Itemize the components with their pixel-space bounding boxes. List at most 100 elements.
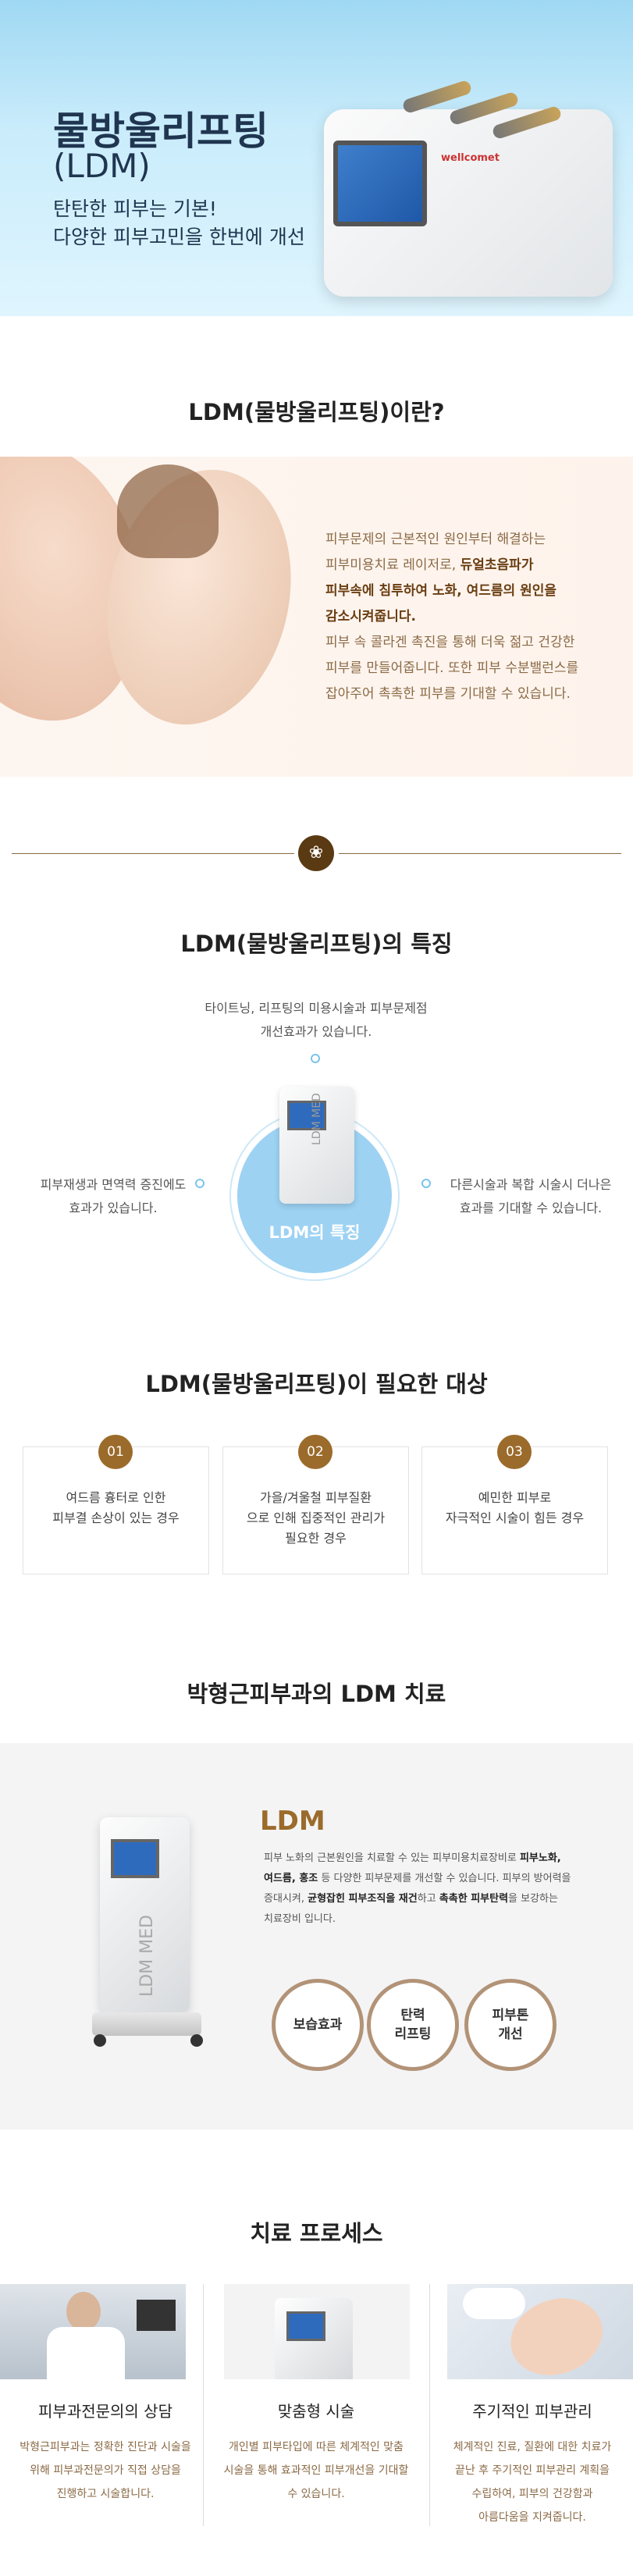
targets-title: LDM(물방울리프팅)이 필요한 대상 xyxy=(145,1371,488,1397)
feature-left-line: 피부재생과 면역력 증진에도 xyxy=(40,1177,187,1192)
desc-bold: 균형잡힌 피부조직을 재건 xyxy=(308,1893,418,1905)
target-text: 예민한 피부로 자극적인 시술이 힘든 경우 xyxy=(422,1488,607,1528)
hero-tagline: 탄탄한 피부는 기본! 다양한 피부고민을 한번에 개선 xyxy=(53,195,305,251)
hero-title: 물방울리프팅 xyxy=(53,109,268,154)
feature-right-line: 효과를 기대할 수 있습니다. xyxy=(459,1201,603,1215)
hero-tagline-line2: 다양한 피부고민을 한번에 개선 xyxy=(53,226,305,248)
desc-line: 체계적인 진료, 질환에 대한 치료가 xyxy=(453,2441,612,2453)
leaf-icon: ❀ xyxy=(298,835,334,871)
treatment-section: LDM MED LDM 피부 노화의 근본원인을 치료할 수 있는 피부미용치료… xyxy=(0,1743,633,2129)
treatment-desc-line: 치료장비 입니다. xyxy=(264,1913,336,1925)
divider-line xyxy=(12,853,294,854)
desc-line: 박형근피부과는 정확한 진단과 시술을 xyxy=(20,2441,191,2453)
ring-line: 피부톤 xyxy=(492,2008,529,2023)
intro-line: 피부를 만들어줍니다. 또한 피부 수분밸런스를 xyxy=(325,660,579,676)
ldm-device-image: wellcomet xyxy=(324,78,621,304)
desc-line: 아름다움을 지켜줍니다. xyxy=(478,2511,586,2524)
desc-span: 을 보강하는 xyxy=(508,1893,558,1905)
feature-top: 타이트닝, 리프팅의 미용시술과 피부문제점 개선효과가 있습니다. xyxy=(160,997,472,1044)
effect-ring: 보습효과 xyxy=(272,1979,364,2071)
process-step-desc: 개인별 피부타입에 따른 체계적인 맞춤 시술을 통해 효과적인 피부개선을 기… xyxy=(211,2435,421,2506)
intro-line: 피부문제의 근본적인 원인부터 해결하는 xyxy=(325,532,546,547)
intro-text: 피부문제의 근본적인 원인부터 해결하는 피부미용치료 레이저로, 듀얼초음파가… xyxy=(325,527,606,707)
target-text: 여드름 흉터로 인한 피부결 손상이 있는 경우 xyxy=(23,1488,208,1528)
ring-line: 리프팅 xyxy=(394,2026,432,2042)
treatment-desc-line: 여드름, 홍조 등 다양한 피부문제를 개선할 수 있습니다. 피부의 방어력을 xyxy=(264,1869,580,1889)
target-line: 으로 인해 집중적인 관리가 xyxy=(246,1510,386,1525)
intro-line: 감소시켜줍니다. xyxy=(325,604,606,630)
ldm-med-device-large: LDM MED xyxy=(92,1817,203,2051)
divider-line xyxy=(339,853,621,854)
treatment-title: 박형근피부과의 LDM 치료 xyxy=(187,1681,446,1707)
process-step-title: 맞춤형 시술 xyxy=(277,2402,355,2421)
features-title: LDM(물방울리프팅)의 특징 xyxy=(180,930,453,957)
target-card: 01 여드름 흉터로 인한 피부결 손상이 있는 경우 xyxy=(23,1435,209,1574)
process-step-desc: 박형근피부과는 정확한 진단과 시술을 위해 피부과전문의가 직접 상담을 진행… xyxy=(0,2435,211,2506)
skin-care-image xyxy=(447,2284,633,2379)
desc-bold: 촉촉한 피부탄력 xyxy=(439,1893,509,1905)
process-step-desc: 체계적인 진료, 질환에 대한 치료가 끝난 후 주기적인 피부관리 계획을 수… xyxy=(432,2435,633,2529)
feature-right-line: 다른시술과 복합 시술시 더나은 xyxy=(450,1177,612,1192)
intro-text-span: 피부미용치료 레이저로, xyxy=(325,557,461,573)
intro-text-bold: 듀얼초음파가 xyxy=(460,557,534,573)
faces-image xyxy=(0,457,312,777)
feature-dot xyxy=(311,1054,320,1063)
ldm-feature-label: LDM의 특징 xyxy=(268,1223,361,1242)
desc-span: 등 다양한 피부문제를 개선할 수 있습니다. 피부의 방어력을 xyxy=(318,1873,571,1884)
intro-title: LDM(물방울리프팅)이란? xyxy=(188,399,445,425)
intro-line: 피부 속 콜라겐 촉진을 통해 더욱 젊고 건강한 xyxy=(325,635,575,650)
target-number: 02 xyxy=(298,1435,333,1469)
device-label: LDM MED xyxy=(137,1915,157,1997)
treatment-heading: LDM xyxy=(260,1806,325,1837)
intro-section: 피부문제의 근본적인 원인부터 해결하는 피부미용치료 레이저로, 듀얼초음파가… xyxy=(0,457,633,777)
target-line: 필요한 경우 xyxy=(285,1531,347,1546)
desc-line: 수립하여, 피부의 건강함과 xyxy=(471,2488,593,2500)
desc-line: 끝난 후 주기적인 피부관리 계획을 xyxy=(454,2464,610,2477)
feature-left: 피부재생과 면역력 증진에도 효과가 있습니다. xyxy=(23,1173,203,1220)
intro-line: 잡아주어 촉촉한 피부를 기대할 수 있습니다. xyxy=(325,686,571,702)
hero-subtitle: (LDM) xyxy=(53,147,151,185)
feature-top-line: 타이트닝, 리프팅의 미용시술과 피부문제점 xyxy=(204,1001,428,1016)
ring-line: 탄력 xyxy=(400,2008,425,2023)
desc-line: 시술을 통해 효과적인 피부개선을 기대할 xyxy=(223,2464,409,2477)
intro-text-bold: 피부속에 침투하여 노화, 여드름의 원인을 xyxy=(325,583,557,599)
device-label: LDM MED xyxy=(311,1093,323,1145)
process-divider xyxy=(203,2284,204,2526)
feature-dot xyxy=(195,1179,204,1188)
intro-line: 피부미용치료 레이저로, 듀얼초음파가 xyxy=(325,553,606,578)
process-step-title: 피부과전문의의 상담 xyxy=(38,2402,172,2421)
feature-top-line: 개선효과가 있습니다. xyxy=(260,1024,372,1039)
treatment-description: 피부 노화의 근본원인을 치료할 수 있는 피부미용치료장비로 피부노화, 여드… xyxy=(264,1848,580,1930)
target-card: 03 예민한 피부로 자극적인 시술이 힘든 경우 xyxy=(421,1435,608,1574)
target-line: 피부결 손상이 있는 경우 xyxy=(52,1510,180,1525)
target-card: 02 가을/겨울철 피부질환 으로 인해 집중적인 관리가 필요한 경우 xyxy=(222,1435,409,1574)
intro-line: 피부속에 침투하여 노화, 여드름의 원인을 xyxy=(325,578,606,604)
feature-right: 다른시술과 복합 시술시 더나은 효과를 기대할 수 있습니다. xyxy=(433,1173,628,1220)
target-line: 가을/겨울철 피부질환 xyxy=(260,1490,372,1505)
target-number: 03 xyxy=(497,1435,532,1469)
ldm-device-image xyxy=(224,2284,410,2379)
target-number: 01 xyxy=(98,1435,133,1469)
target-line: 예민한 피부로 xyxy=(478,1490,552,1505)
desc-line: 위해 피부과전문의가 직접 상담을 xyxy=(30,2464,181,2477)
intro-text-bold: 감소시켜줍니다. xyxy=(325,609,416,624)
target-line: 여드름 흉터로 인한 xyxy=(66,1490,166,1505)
process-divider xyxy=(429,2284,430,2526)
desc-span: 피부 노화의 근본원인을 치료할 수 있는 피부미용치료장비로 xyxy=(264,1852,520,1864)
feature-dot xyxy=(421,1179,431,1188)
desc-line: 개인별 피부타입에 따른 체계적인 맞춤 xyxy=(229,2441,404,2453)
ldm-med-device-small: LDM MED xyxy=(279,1087,354,1204)
treatment-desc-line: 피부 노화의 근본원인을 치료할 수 있는 피부미용치료장비로 피부노화, xyxy=(264,1848,580,1869)
desc-span: 증대시켜, xyxy=(264,1893,308,1905)
doctor-consult-image xyxy=(0,2284,186,2379)
process-step-title: 주기적인 피부관리 xyxy=(472,2402,592,2421)
desc-span: 하고 xyxy=(417,1893,439,1905)
treatment-desc-line: 증대시켜, 균형잡힌 피부조직을 재건하고 촉촉한 피부탄력을 보강하는 xyxy=(264,1889,580,1909)
desc-bold: 여드름, 홍조 xyxy=(264,1873,318,1884)
ring-line: 개선 xyxy=(498,2026,523,2042)
desc-line: 수 있습니다. xyxy=(287,2488,345,2500)
hero-tagline-line1: 탄탄한 피부는 기본! xyxy=(53,197,217,220)
target-text: 가을/겨울철 피부질환 으로 인해 집중적인 관리가 필요한 경우 xyxy=(223,1488,408,1549)
